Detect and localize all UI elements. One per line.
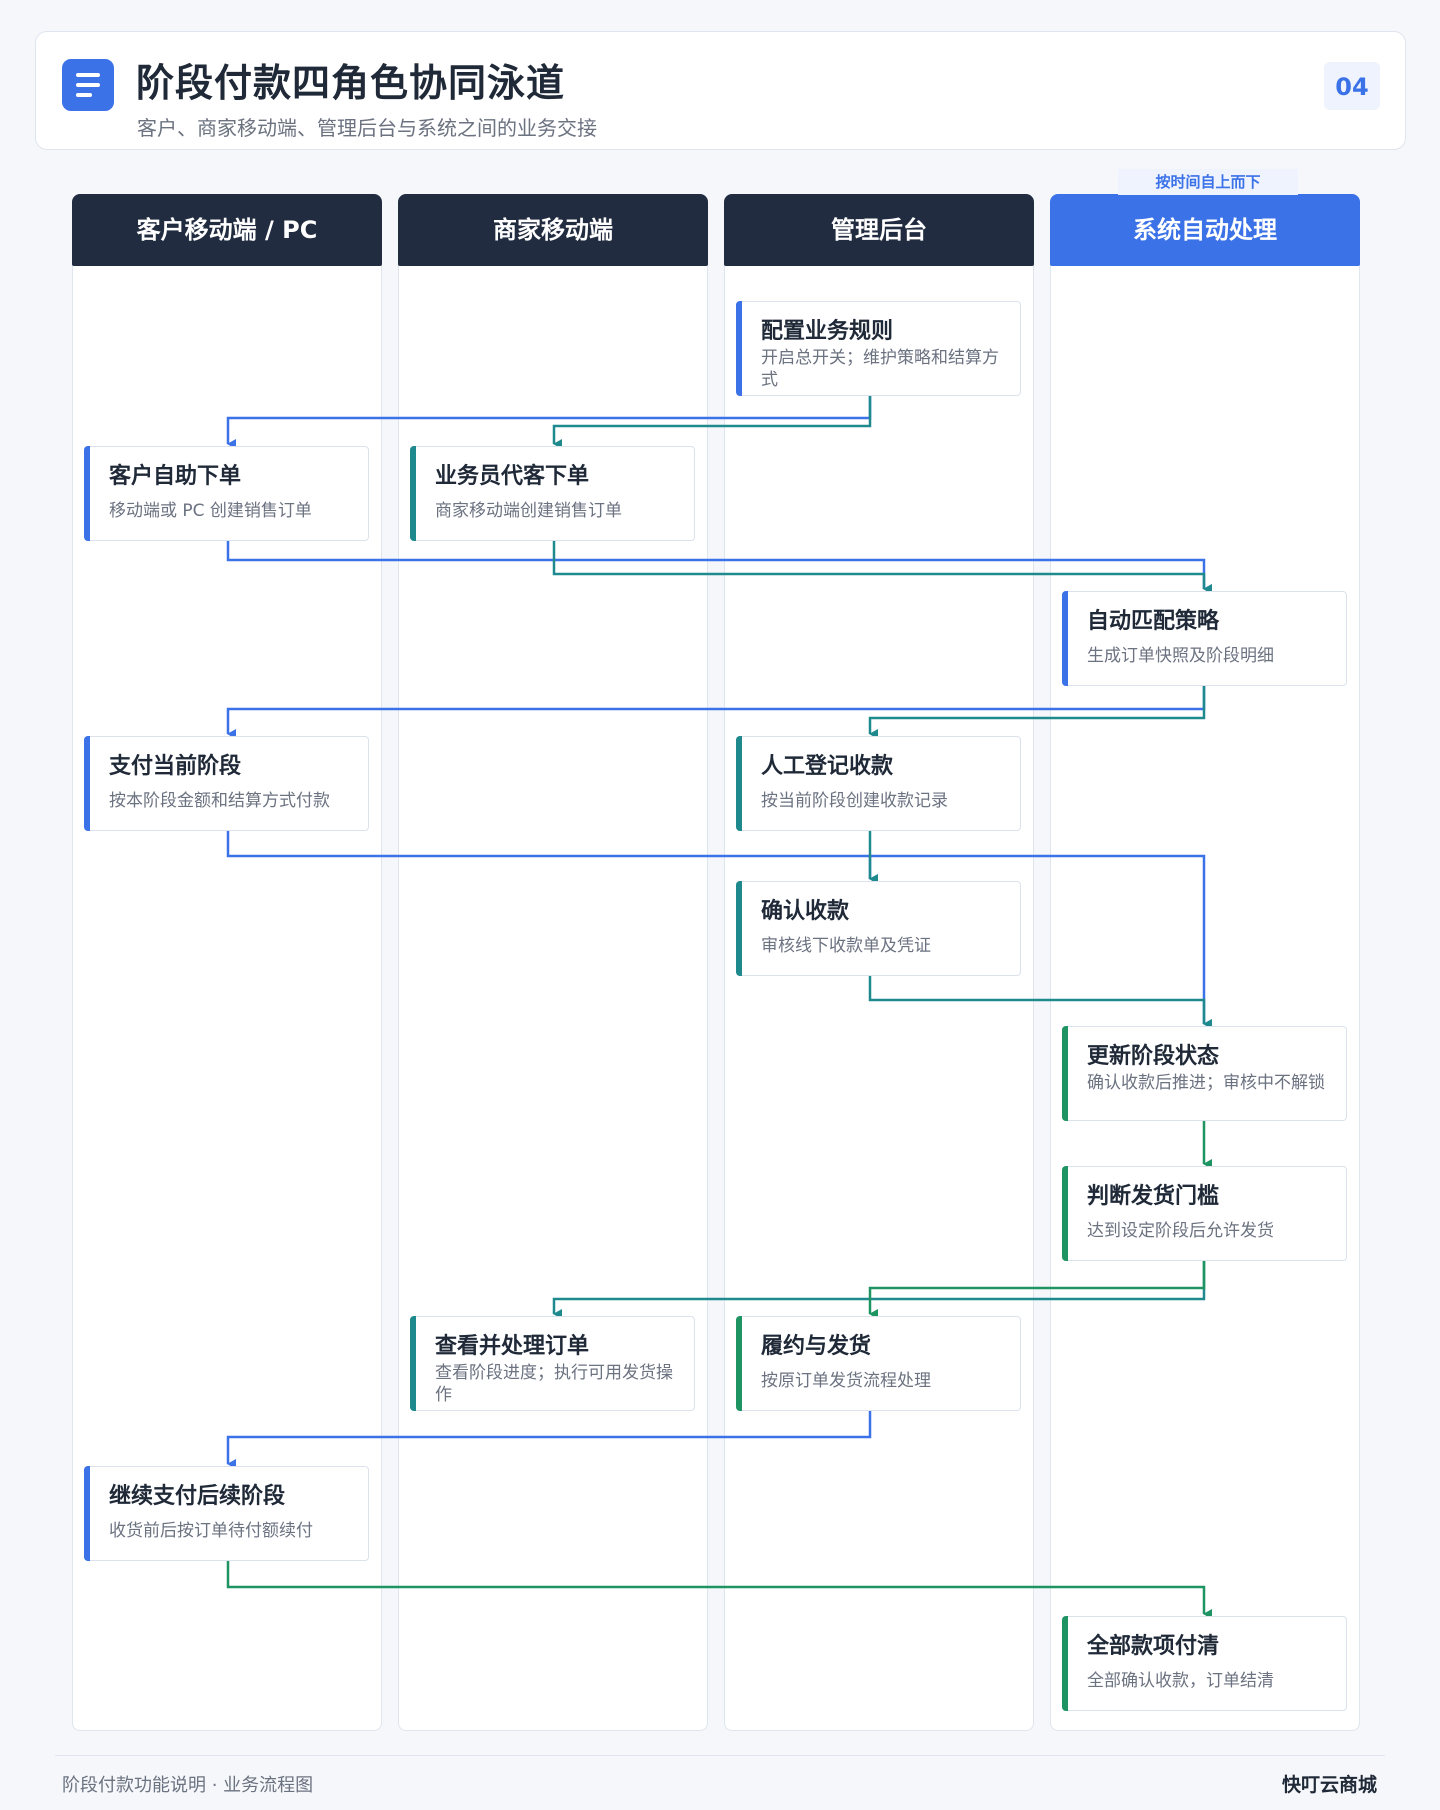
page-title: 阶段付款四角色协同泳道 [136,61,566,105]
page-number-badge: 04 [1324,62,1380,110]
card-view-order[interactable]: 查看并处理订单 查看阶段进度；执行可用发货操作 [410,1316,695,1411]
footer-brand: 快叮云商城 [1281,1774,1377,1796]
card-config-rules[interactable]: 配置业务规则 开启总开关；维护策略和结算方式 [736,301,1021,396]
footer-caption: 阶段付款功能说明 · 业务流程图 [62,1775,314,1796]
card-update-stage[interactable]: 更新阶段状态 确认收款后推进；审核中不解锁 [1062,1026,1347,1121]
card-desc: 全部确认收款，订单结清 [1087,1671,1274,1691]
card-confirm-payment[interactable]: 确认收款 审核线下收款单及凭证 [736,881,1021,976]
lane-header-customer: 客户移动端 / PC [72,194,382,266]
connector-match-to-pay [226,686,1206,739]
card-desc: 商家移动端创建销售订单 [435,501,622,521]
card-ship-threshold[interactable]: 判断发货门槛 达到设定阶段后允许发货 [1062,1166,1347,1261]
connector-match-to-register [868,686,1206,739]
card-desc: 开启总开关；维护策略和结算方式 [761,348,999,390]
lane-header-merchant: 商家移动端 [398,194,708,266]
connector-continue-to-allpaid [226,1561,1212,1619]
card-title: 履约与发货 [761,1334,872,1359]
lane-header-admin: 管理后台 [724,194,1034,266]
document-icon [62,59,114,111]
connector-agent-to-match [552,541,1212,594]
footer-divider [55,1755,1385,1756]
card-title: 人工登记收款 [761,754,894,779]
card-title: 业务员代客下单 [435,464,590,489]
card-continue-pay[interactable]: 继续支付后续阶段 收货前后按订单待付额续付 [84,1466,369,1561]
card-manual-register[interactable]: 人工登记收款 按当前阶段创建收款记录 [736,736,1021,831]
lane-header-system: 系统自动处理 [1050,194,1360,266]
card-auto-match[interactable]: 自动匹配策略 生成订单快照及阶段明细 [1062,591,1347,686]
card-title: 自动匹配策略 [1087,609,1220,634]
card-desc: 收货前后按订单待付额续付 [109,1521,313,1541]
card-title: 配置业务规则 [761,319,894,344]
card-agent-order[interactable]: 业务员代客下单 商家移动端创建销售订单 [410,446,695,541]
connector-fulfill-to-continue [226,1411,872,1469]
connector-customer-to-match [226,541,1212,594]
card-desc: 达到设定阶段后允许发货 [1087,1221,1274,1241]
connector-pay-to-update [226,831,1212,1029]
page-subtitle: 客户、商家移动端、管理后台与系统之间的业务交接 [137,116,597,140]
card-desc: 审核线下收款单及凭证 [761,936,931,956]
time-direction-note: 按时间自上而下 [1118,169,1298,195]
card-pay-stage[interactable]: 支付当前阶段 按本阶段金额和结算方式付款 [84,736,369,831]
card-title: 支付当前阶段 [109,754,242,779]
card-title: 确认收款 [761,899,850,924]
card-desc: 确认收款后推进；审核中不解锁 [1087,1073,1325,1093]
card-title: 客户自助下单 [109,464,242,489]
connector-threshold-to-fulfill [868,1261,1206,1319]
card-desc: 移动端或 PC 创建销售订单 [109,501,312,521]
card-desc: 按原订单发货流程处理 [761,1371,931,1391]
card-desc: 生成订单快照及阶段明细 [1087,646,1274,666]
card-title: 判断发货门槛 [1087,1184,1220,1209]
card-fulfill-ship[interactable]: 履约与发货 按原订单发货流程处理 [736,1316,1021,1411]
connector-config-to-agent [552,396,872,449]
connector-config-to-customer [226,396,872,449]
card-customer-order[interactable]: 客户自助下单 移动端或 PC 创建销售订单 [84,446,369,541]
card-desc: 按本阶段金额和结算方式付款 [109,791,330,811]
header-panel: 阶段付款四角色协同泳道 客户、商家移动端、管理后台与系统之间的业务交接 04 [35,31,1406,150]
card-title: 继续支付后续阶段 [109,1484,286,1509]
card-title: 查看并处理订单 [435,1334,590,1359]
card-desc: 按当前阶段创建收款记录 [761,791,948,811]
card-all-paid[interactable]: 全部款项付清 全部确认收款，订单结清 [1062,1616,1347,1711]
card-title: 更新阶段状态 [1087,1044,1220,1069]
connector-confirm-to-update [868,976,1212,1029]
card-desc: 查看阶段进度；执行可用发货操作 [435,1363,673,1405]
card-title: 全部款项付清 [1087,1634,1220,1659]
